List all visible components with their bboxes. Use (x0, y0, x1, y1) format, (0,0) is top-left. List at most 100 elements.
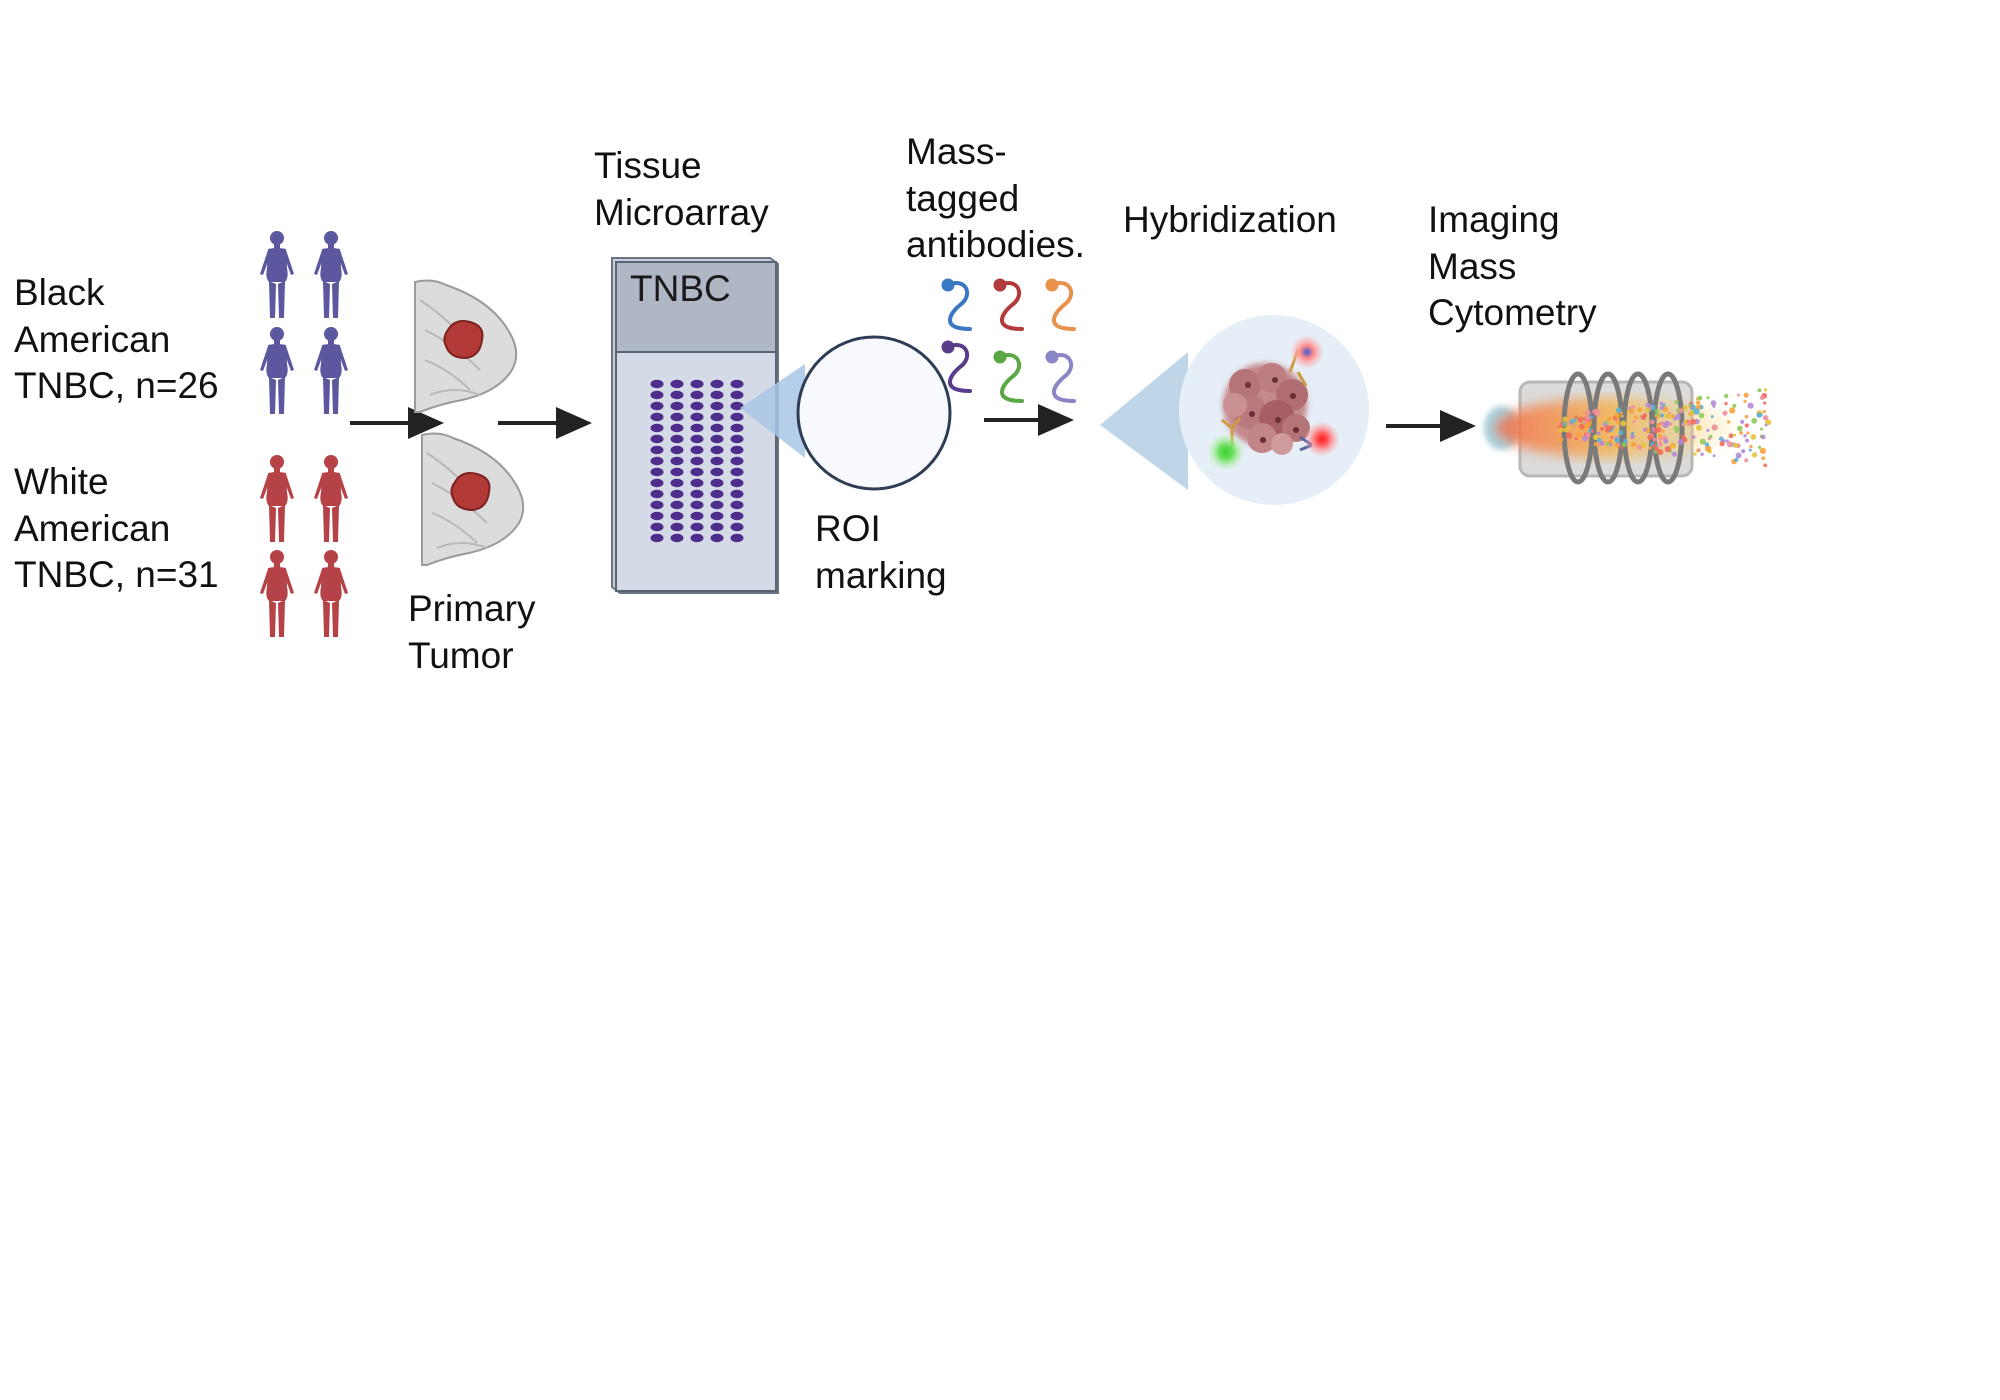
ion-particle (1569, 419, 1575, 424)
ion-particle (1699, 438, 1706, 445)
slide-label-area (615, 261, 777, 353)
tma-core (670, 456, 684, 466)
tma-core (730, 489, 744, 499)
ion-particle (1605, 442, 1610, 447)
tma-core (670, 467, 684, 477)
ion-particle (1745, 438, 1749, 443)
tma-core (730, 533, 744, 543)
mass-tagged-antibody (993, 350, 1024, 403)
ion-particle (1649, 419, 1655, 425)
tma-core (650, 500, 664, 510)
tma-slide-label: TNBC (630, 268, 731, 309)
ion-particle (1605, 420, 1609, 425)
ion-particle (1696, 448, 1700, 453)
ion-particle (1645, 407, 1651, 413)
tma-core (670, 379, 684, 389)
ion-particle (1630, 441, 1637, 448)
tma-core (710, 445, 724, 455)
ion-particle (1615, 407, 1622, 414)
ion-particle (1573, 418, 1577, 422)
tma-core (650, 390, 664, 400)
ion-particle (1657, 449, 1664, 455)
ion-particle (1596, 437, 1602, 443)
ion-particle (1621, 442, 1627, 448)
black-american-group-label: Black American TNBC, n=26 (14, 272, 219, 406)
tma-core (650, 467, 664, 477)
ion-particle (1656, 427, 1662, 433)
ion-particle (1585, 421, 1592, 428)
mass-tagged-antibody (941, 278, 972, 331)
tma-core (650, 379, 664, 389)
tma-core (650, 478, 664, 488)
tma-core (710, 412, 724, 422)
tma-core (710, 423, 724, 433)
tma-core (730, 456, 744, 466)
tma-core (710, 390, 724, 400)
person-icon (260, 231, 294, 318)
ion-particle (1743, 434, 1747, 438)
tma-core (710, 401, 724, 411)
tma-core (730, 434, 744, 444)
ion-particle (1640, 442, 1647, 448)
ion-particle (1718, 436, 1724, 442)
tma-core (690, 434, 704, 444)
tma-core (690, 522, 704, 532)
ion-particle (1740, 419, 1745, 424)
ion-particle (1710, 400, 1717, 406)
ion-particle (1576, 432, 1582, 438)
tma-core (690, 401, 704, 411)
hybridization-zoom-cone (1100, 352, 1188, 490)
ion-particle (1630, 434, 1635, 440)
ion-particle (1762, 409, 1766, 414)
breast-tumor-icon-bottom (421, 432, 525, 566)
ion-particle (1674, 400, 1679, 405)
ion-particle (1593, 434, 1599, 440)
person-icon (314, 327, 348, 414)
tma-core (650, 511, 664, 521)
ion-particle (1652, 437, 1657, 442)
tma-core (710, 511, 724, 521)
hybridization-label: Hybridization (1123, 199, 1337, 240)
ion-particle (1664, 446, 1671, 453)
tma-core (670, 533, 684, 543)
ion-particle (1750, 434, 1757, 440)
ion-particle (1757, 388, 1762, 393)
ion-particle (1620, 446, 1624, 450)
tma-core (690, 412, 704, 422)
ion-particle (1696, 424, 1702, 431)
ion-particle (1681, 423, 1685, 427)
breast-tumor-icon-top (414, 279, 518, 413)
ion-particle (1712, 454, 1716, 458)
tma-core (670, 390, 684, 400)
tma-core (710, 456, 724, 466)
tma-core (730, 390, 744, 400)
ion-particle (1682, 405, 1688, 411)
ion-particle (1565, 432, 1573, 439)
tma-core (690, 445, 704, 455)
tma-core (730, 500, 744, 510)
ion-particle (1632, 420, 1636, 423)
ion-particle (1558, 427, 1564, 433)
ion-particle (1735, 452, 1742, 459)
tma-core (670, 489, 684, 499)
ion-particle (1759, 395, 1765, 401)
ion-particle (1610, 435, 1614, 440)
ion-particle (1734, 457, 1739, 462)
tma-core (690, 478, 704, 488)
ion-particle (1678, 408, 1684, 414)
ion-particle (1585, 410, 1591, 416)
ion-particle (1592, 408, 1598, 415)
ion-particle (1698, 412, 1705, 419)
ion-particle (1746, 431, 1750, 435)
ion-particle (1616, 420, 1620, 425)
ion-particle (1724, 393, 1729, 399)
tma-core (670, 445, 684, 455)
roi-marking-label: ROI marking (815, 508, 947, 596)
ion-particle (1693, 452, 1697, 456)
ion-particle (1584, 415, 1591, 421)
tma-core (650, 489, 664, 499)
tma-core (650, 456, 664, 466)
ion-particle (1647, 434, 1653, 441)
ion-particle (1651, 429, 1655, 432)
ion-particle (1761, 456, 1766, 461)
